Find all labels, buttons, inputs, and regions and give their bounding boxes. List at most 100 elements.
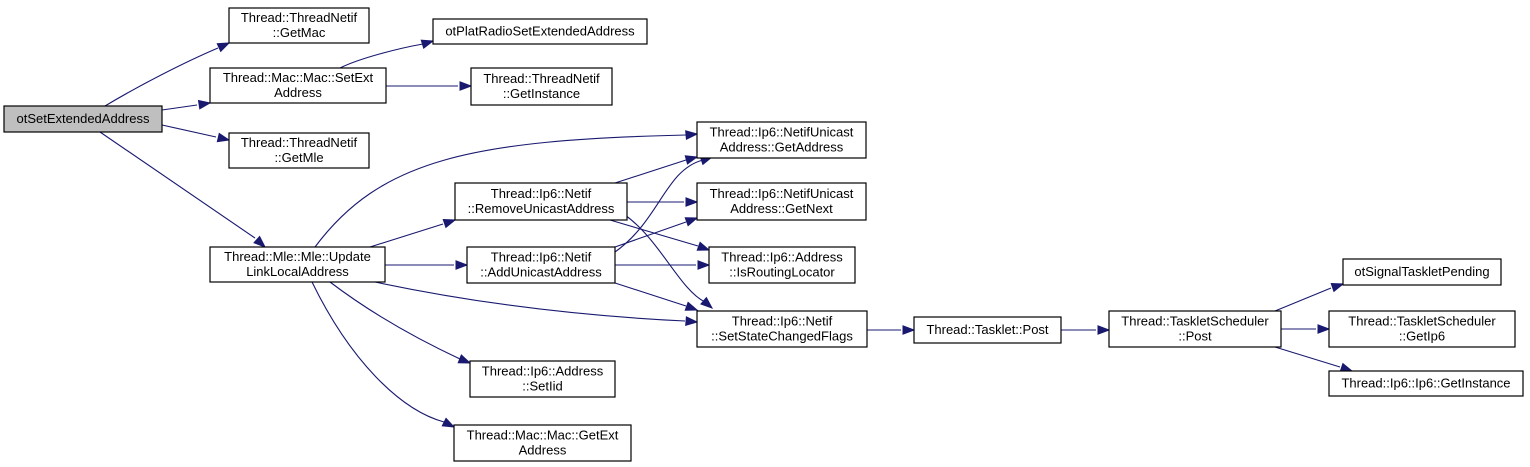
edge-line	[374, 281, 686, 322]
edge-line	[1274, 287, 1332, 312]
edge-n8-to-n9	[627, 197, 699, 207]
edge-line	[311, 281, 445, 423]
node-label-line: ::SetStateChangedFlags	[711, 329, 853, 344]
edge-n2-to-n5	[339, 39, 435, 69]
edge-n12-to-n15	[867, 325, 916, 335]
node-thread-ip6-ip6-getinstance[interactable]: Thread::Ip6::Ip6::GetInstance	[1328, 370, 1524, 397]
node-label-line: LinkLocalAddress	[246, 264, 349, 279]
edge-arrowhead	[459, 81, 473, 91]
edge-line	[99, 131, 256, 239]
edge-n4-to-n7	[314, 130, 699, 248]
node-box	[708, 246, 856, 284]
node-label-line: Thread::Ip6::Address	[482, 364, 604, 379]
edge-n4-to-n12	[374, 281, 699, 326]
node-label-line: Address::GetNext	[730, 201, 833, 216]
node-label-line: ::GetMle	[274, 150, 323, 165]
edges-layer	[99, 39, 1354, 428]
node-box	[453, 424, 632, 462]
node-thread-threadnetif-getinstance[interactable]: Thread::ThreadNetif::GetInstance	[470, 67, 613, 106]
node-label-line: Thread::Ip6::Netif	[491, 250, 592, 265]
edge-arrowhead	[197, 99, 212, 110]
node-label-line: Thread::Mac::Mac::SetExt	[223, 70, 374, 85]
node-thread-ip6-address-setiid[interactable]: Thread::Ip6::Address::SetIid	[469, 360, 616, 398]
node-thread-ip6-netif-addunicastaddress[interactable]: Thread::Ip6::Netif::AddUnicastAddress	[466, 246, 616, 284]
node-label-line: Thread::Ip6::Address	[721, 250, 843, 265]
node-thread-ip6-netifunicastaddress-getnext[interactable]: Thread::Ip6::NetifUnicastAddress::GetNex…	[696, 182, 867, 221]
node-thread-ip6-netif-removeunicastaddress[interactable]: Thread::Ip6::Netif::RemoveUnicastAddress	[454, 182, 628, 221]
edge-line	[314, 134, 687, 248]
node-otsetextendedaddress[interactable]: otSetExtendedAddress	[3, 105, 163, 133]
node-box	[466, 246, 616, 284]
node-label-line: Thread::ThreadNetif	[483, 71, 600, 86]
edge-line	[104, 47, 219, 107]
node-thread-ip6-address-isroutinglocator[interactable]: Thread::Ip6::Address::IsRoutingLocator	[708, 246, 856, 284]
edge-root-to-n3	[161, 124, 231, 143]
node-label-line: Address	[519, 443, 567, 458]
edge-n16-to-n18	[1281, 324, 1331, 334]
node-thread-tasklet-post[interactable]: Thread::Tasklet::Post	[913, 316, 1062, 344]
node-thread-threadnetif-getmle[interactable]: Thread::ThreadNetif::GetMle	[228, 132, 370, 169]
edge-arrowhead	[420, 39, 435, 50]
node-box	[3, 105, 163, 133]
edge-n10-to-n9	[614, 217, 699, 248]
node-box	[1328, 370, 1524, 397]
node-otplatradiosetextendedaddress[interactable]: otPlatRadioSetExtendedAddress	[432, 18, 648, 45]
node-thread-taskletscheduler-getip6[interactable]: Thread::TaskletScheduler::GetIp6	[1328, 310, 1516, 348]
edge-arrowhead	[685, 197, 699, 207]
edge-arrowhead	[1330, 282, 1345, 293]
node-label-line: otSetExtendedAddress	[17, 111, 150, 126]
edge-line	[614, 221, 687, 248]
node-label-line: otSignalTaskletPending	[1354, 264, 1489, 279]
node-thread-threadnetif-getmac[interactable]: Thread::ThreadNetif::GetMac	[228, 7, 370, 44]
edge-line	[369, 223, 444, 248]
node-box	[1108, 310, 1282, 348]
node-thread-ip6-netif-setstatechangedflags[interactable]: Thread::Ip6::Netif::SetStateChangedFlags	[696, 310, 868, 348]
edge-line	[614, 159, 687, 184]
node-box	[1342, 258, 1502, 286]
node-label-line: Thread::ThreadNetif	[241, 10, 358, 25]
node-box	[696, 310, 868, 348]
edge-arrowhead	[902, 325, 916, 335]
nodes-layer: otSetExtendedAddressThread::ThreadNetif:…	[3, 7, 1524, 462]
node-label-line: Thread::Ip6::Netif	[491, 186, 592, 201]
node-box	[913, 316, 1062, 344]
node-box	[209, 246, 386, 283]
edge-arrowhead	[216, 42, 231, 53]
edge-n10-to-n12	[614, 282, 699, 311]
node-label-line: Thread::Ip6::NetifUnicast	[710, 186, 854, 201]
edge-arrowhead	[684, 155, 699, 165]
node-otsignaltaskletpending[interactable]: otSignalTaskletPending	[1342, 258, 1502, 286]
edge-n4-to-n10	[385, 260, 469, 270]
edge-arrowhead	[457, 354, 472, 364]
edge-arrowhead	[685, 316, 699, 326]
edge-arrowhead	[685, 130, 699, 140]
edge-line	[329, 281, 461, 360]
node-thread-ip6-netifunicastaddress-getaddress[interactable]: Thread::Ip6::NetifUnicastAddress::GetAdd…	[696, 121, 867, 159]
edge-line	[614, 159, 704, 253]
edge-n8-to-n12	[624, 214, 714, 309]
node-label-line: ::Post	[1178, 329, 1212, 344]
node-label-line: Address::GetAddress	[720, 140, 844, 155]
node-box	[228, 132, 370, 169]
node-label-line: ::AddUnicastAddress	[480, 265, 602, 280]
node-box	[454, 182, 628, 221]
node-label-line: Thread::Ip6::Ip6::GetInstance	[1341, 376, 1510, 391]
node-label-line: Thread::Tasklet::Post	[926, 322, 1048, 337]
edge-root-to-n2	[161, 99, 212, 111]
edge-arrowhead	[1339, 362, 1354, 373]
edge-arrowhead	[441, 417, 456, 428]
node-box	[209, 67, 387, 104]
node-label-line: Thread::Mle::Mle::Update	[224, 249, 371, 264]
node-label-line: ::GetIp6	[1399, 329, 1445, 344]
node-box	[228, 7, 370, 44]
edge-n4-to-n14	[311, 281, 456, 428]
node-thread-taskletscheduler-post[interactable]: Thread::TaskletScheduler::Post	[1108, 310, 1282, 348]
edge-n16-to-n17	[1274, 282, 1345, 312]
edge-arrowhead	[696, 241, 711, 251]
edge-arrowhead	[216, 132, 231, 143]
edge-arrowhead	[1097, 325, 1111, 335]
